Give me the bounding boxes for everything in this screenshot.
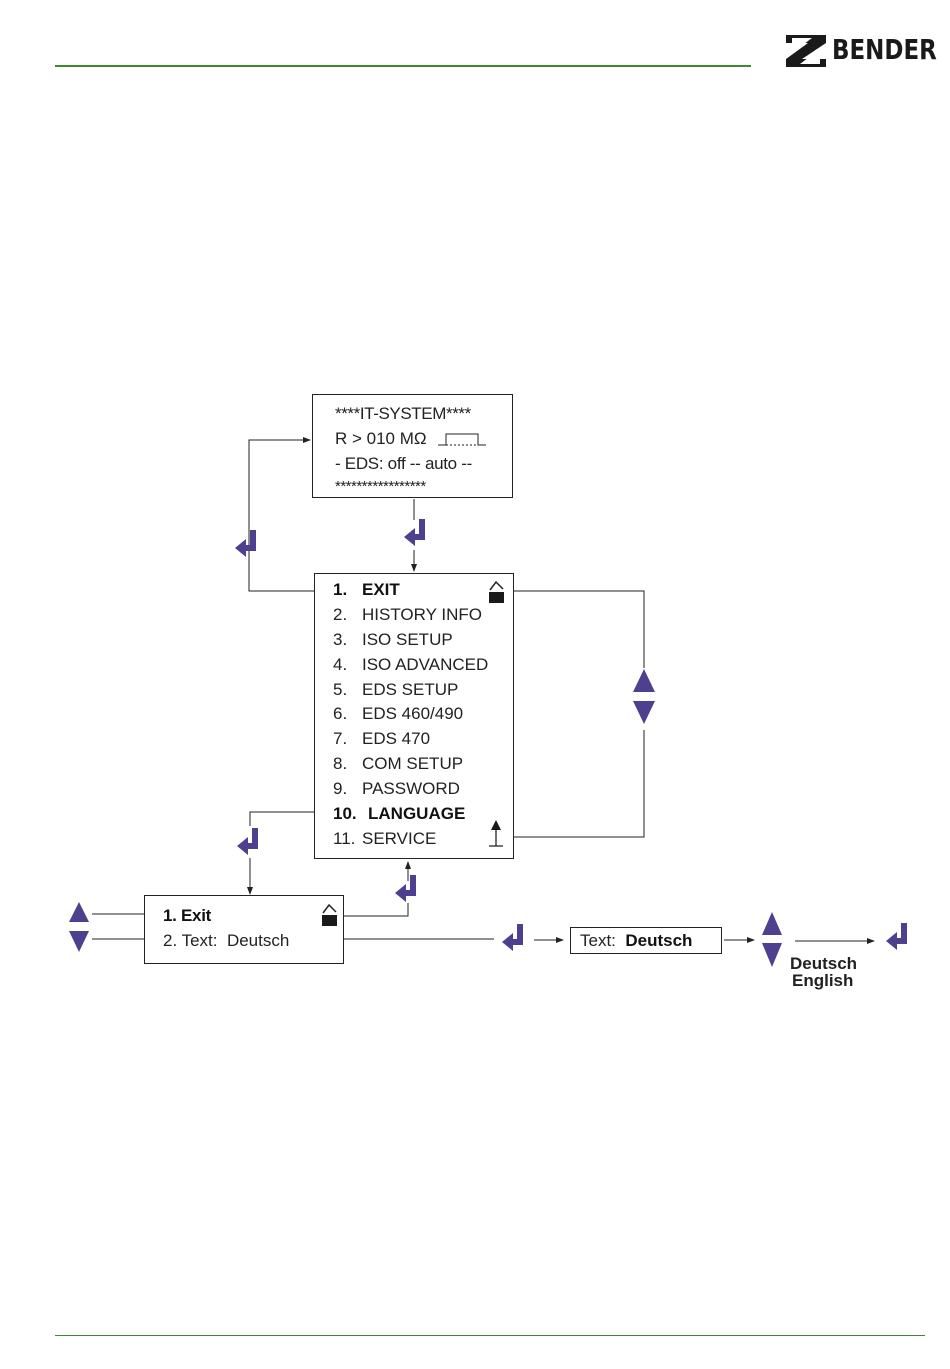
menu-item-eds-setup[interactable]: 5.EDS SETUP (333, 678, 458, 702)
language-menu-exit[interactable]: 1. Exit (163, 904, 211, 928)
enter-key-icon (500, 923, 530, 953)
menu-item-exit[interactable]: 1.EXIT (333, 578, 400, 602)
enter-key-icon (233, 529, 263, 559)
text-setting-value: Deutsch (625, 931, 692, 950)
enter-key-icon (402, 518, 432, 548)
up-down-keys-icon (632, 668, 656, 726)
menu-item-password[interactable]: 9.PASSWORD (333, 777, 460, 801)
language-menu: 1. Exit 2. Text: Deutsch (144, 895, 344, 964)
unlock-icon (487, 579, 507, 605)
language-menu-text-item[interactable]: 2. Text: Deutsch (163, 929, 289, 953)
up-down-keys-icon (68, 901, 90, 953)
pulse-icon (438, 433, 488, 451)
text-setting: Text: Deutsch (580, 929, 692, 953)
menu-item-history-info[interactable]: 2.HISTORY INFO (333, 603, 482, 627)
menu-item-iso-advanced[interactable]: 4.ISO ADVANCED (333, 653, 488, 677)
scroll-top-icon (488, 820, 504, 848)
enter-key-icon (393, 874, 423, 904)
footer-rule (55, 1335, 925, 1336)
enter-key-icon (235, 827, 265, 857)
text-setting-box: Text: Deutsch (570, 927, 722, 954)
menu-item-eds-470[interactable]: 7.EDS 470 (333, 727, 430, 751)
unlock-icon (320, 902, 340, 928)
status-display: ****IT-SYSTEM**** R > 010 MΩ - EDS: off … (312, 394, 513, 498)
status-line-4: ***************** (335, 475, 426, 499)
menu-item-eds-460-490[interactable]: 6.EDS 460/490 (333, 702, 463, 726)
menu-item-com-setup[interactable]: 8.COM SETUP (333, 752, 463, 776)
status-line-1: ****IT-SYSTEM**** (335, 402, 471, 426)
up-down-keys-icon (761, 911, 783, 969)
language-option-english: English (792, 972, 853, 990)
main-menu: 1.EXIT 2.HISTORY INFO 3.ISO SETUP 4.ISO … (314, 573, 514, 859)
enter-key-icon (884, 922, 914, 952)
menu-item-service[interactable]: 11.SERVICE (333, 827, 436, 851)
menu-item-iso-setup[interactable]: 3.ISO SETUP (333, 628, 453, 652)
status-line-3: - EDS: off -- auto -- (335, 452, 472, 476)
menu-item-language[interactable]: 10.LANGUAGE (333, 802, 465, 826)
status-line-2: R > 010 MΩ (335, 427, 427, 451)
